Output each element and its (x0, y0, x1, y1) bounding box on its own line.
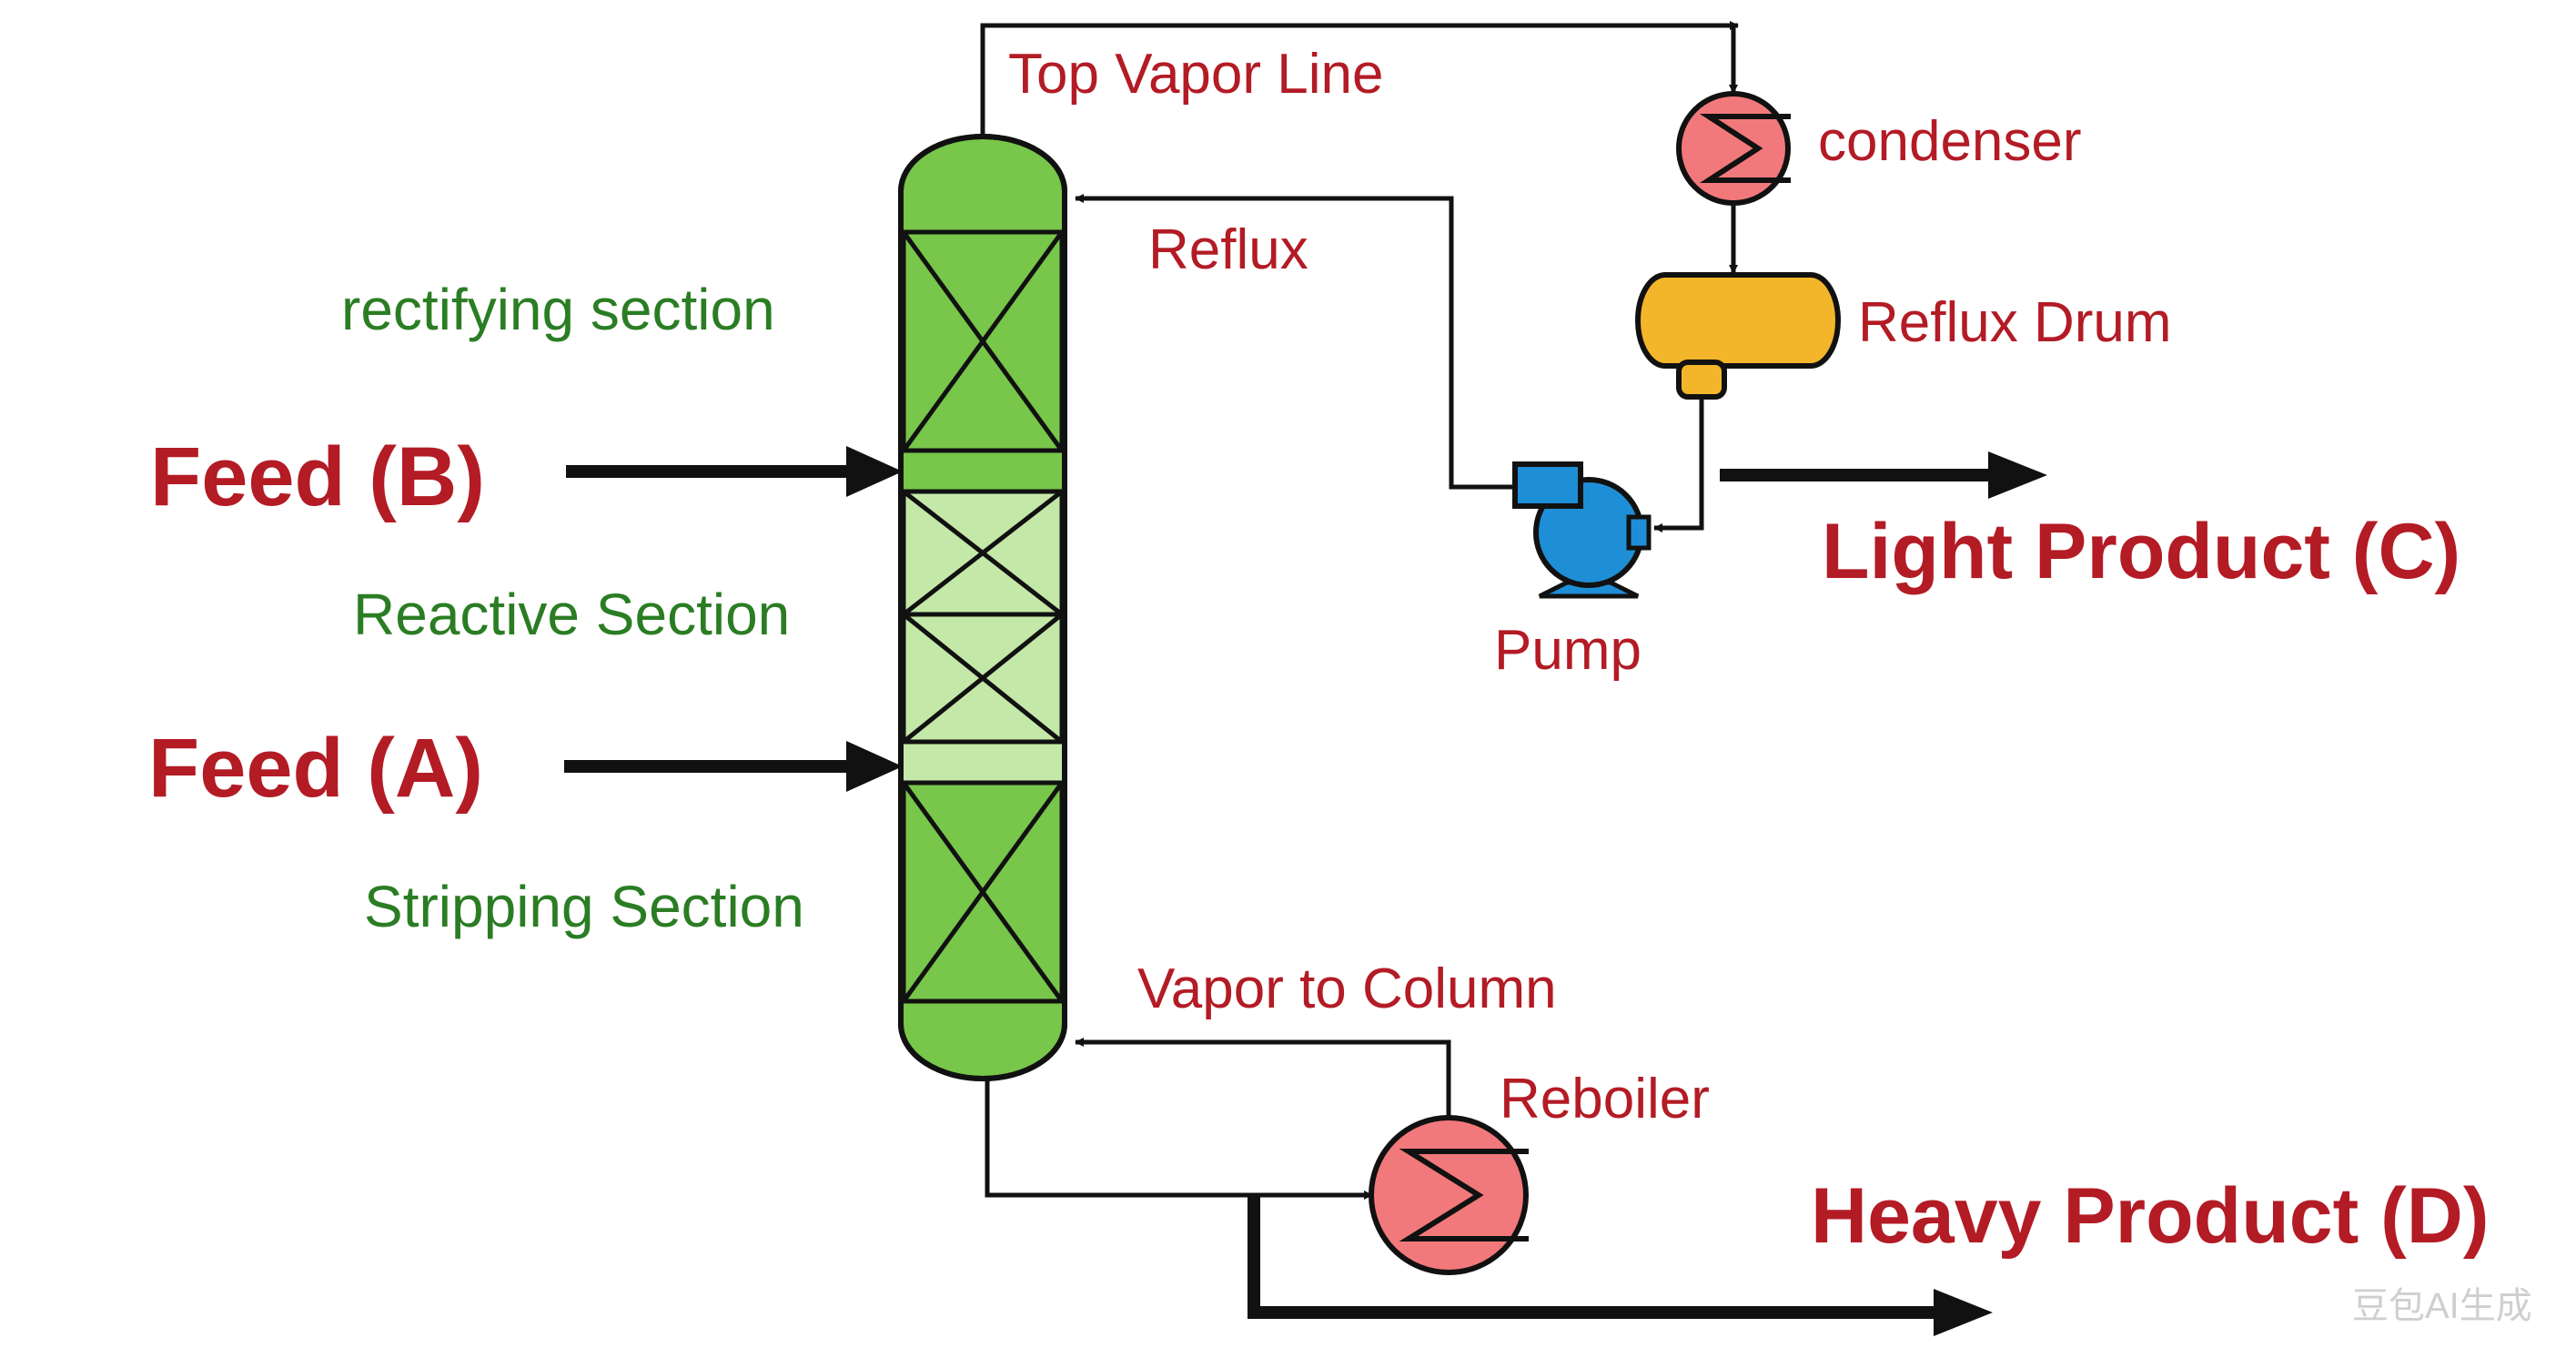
feed-a-label: Feed (A) (148, 722, 483, 815)
condenser-label: condenser (1818, 110, 2082, 173)
heat-exchanger-icon (1699, 114, 1791, 183)
light-product-label: Light Product (C) (1822, 508, 2460, 595)
reflux-pipe (1075, 194, 1515, 490)
heavy-product-pipe (1248, 1195, 1943, 1319)
vapor-to-column-label: Vapor to Column (1137, 958, 1557, 1020)
top-vapor-line-label: Top Vapor Line (1008, 43, 1383, 106)
bottoms-to-reboiler-pipe (985, 1079, 1373, 1200)
reflux-drum (1635, 272, 1841, 400)
heat-exchanger-icon (1399, 1149, 1529, 1242)
reboiler (1369, 1115, 1529, 1275)
condenser (1676, 91, 1791, 206)
reboiler-label: Reboiler (1500, 1068, 1710, 1130)
heavy-product-arrowhead (1934, 1289, 1993, 1336)
stripping-section-label: Stripping Section (364, 874, 804, 939)
reactive-section-fill (904, 492, 1062, 783)
top-vapor-line-pipe (980, 21, 1739, 137)
reactive-section-label: Reactive Section (353, 582, 790, 647)
watermark: 豆包AI生成 (2352, 1286, 2532, 1326)
pump-label: Pump (1494, 619, 1642, 682)
horizontal-drum-icon (1635, 272, 1841, 369)
feed-b-label: Feed (B) (150, 431, 485, 523)
feed-a-arrowhead (846, 741, 903, 792)
reflux-drum-label: Reflux Drum (1858, 291, 2172, 354)
pump (1512, 461, 1652, 599)
feed-b-arrowhead (846, 446, 903, 497)
light-product-arrowhead (1988, 451, 2047, 499)
reflux-label: Reflux (1148, 218, 1308, 281)
drum-to-pump-pipe (1653, 397, 1704, 532)
distillation-column (898, 134, 1067, 1081)
heavy-product-label: Heavy Product (D) (1811, 1172, 2490, 1260)
vapor-to-column-pipe (1075, 1038, 1451, 1118)
rectifying-section-label: rectifying section (341, 277, 775, 342)
